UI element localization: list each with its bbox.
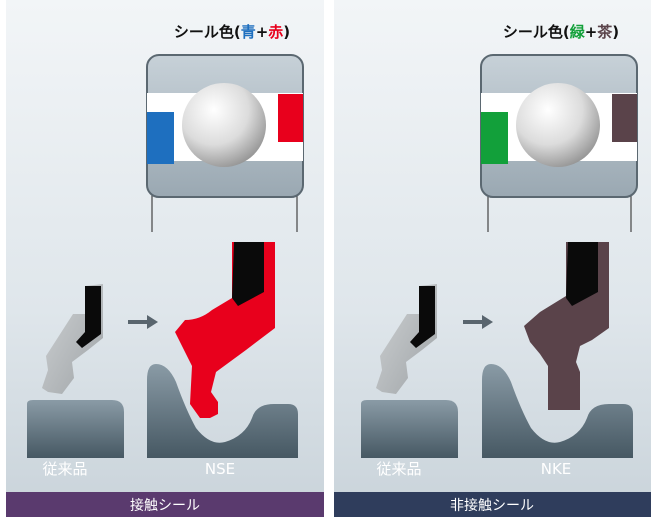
conventional-seal-core (410, 286, 435, 348)
seal-color-heading: シール色(緑+茶) (503, 23, 619, 41)
conventional-seal-illustration (27, 284, 124, 458)
product-label: NKE (541, 460, 572, 478)
contact-seal-panel: シール色(青+赤) 従来品 NSE (6, 0, 324, 517)
seal-color-heading: シール色(青+赤) (174, 23, 290, 41)
seal-color-right (612, 94, 637, 142)
seal-color-left (147, 112, 174, 164)
non-contact-seal-panel: シール色(緑+茶) 従来品 NKE 非接触シール (334, 0, 651, 517)
nse-seal-illustration (147, 242, 298, 458)
conventional-seal-illustration (361, 284, 458, 458)
conventional-label: 従来品 (376, 460, 421, 478)
conventional-inner-ring (27, 400, 124, 458)
conventional-inner-ring (361, 400, 458, 458)
footer-bar (6, 492, 324, 517)
seal-color-right (278, 94, 303, 142)
conventional-seal-core (76, 286, 101, 348)
nse-seal-core (232, 242, 264, 306)
ball (516, 83, 600, 167)
right-arrow-icon (128, 315, 158, 329)
footer-bar (334, 492, 651, 517)
nse-inner-ring (147, 364, 298, 458)
nke-seal-core (566, 242, 598, 306)
footer-label: 接触シール (130, 497, 200, 514)
nke-seal-illustration (482, 242, 633, 458)
product-label: NSE (205, 460, 235, 478)
nke-inner-ring (482, 364, 633, 458)
seal-color-left (481, 112, 508, 164)
ball (182, 83, 266, 167)
bearing-cross-section (146, 54, 304, 232)
conventional-label: 従来品 (42, 460, 87, 478)
right-arrow-icon (463, 315, 493, 329)
footer-label: 非接触シール (450, 497, 534, 514)
bearing-cross-section (480, 54, 638, 232)
